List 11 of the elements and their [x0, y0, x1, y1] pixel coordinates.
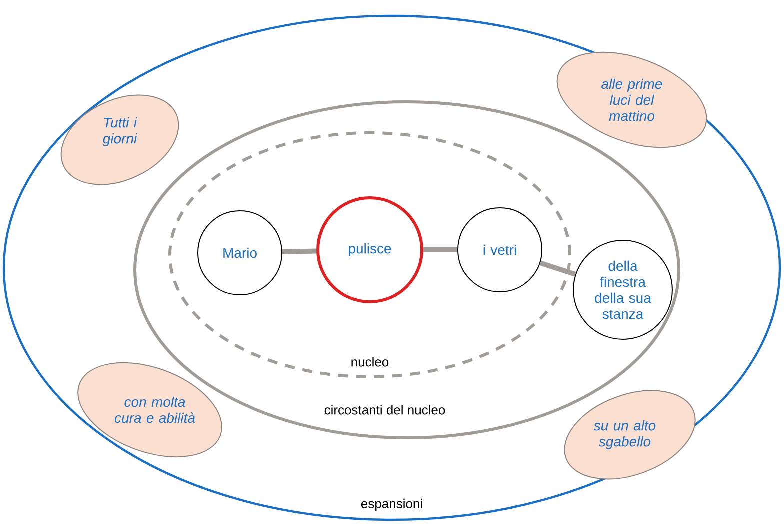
ellipse-bubble: alle prime luci del mattino [556, 52, 708, 148]
circle-node: i vetri [458, 207, 542, 292]
circle-node: pulisce [316, 196, 424, 304]
circle-node: Mario [198, 210, 282, 296]
ellipse-bubble: su un alto sgabello [564, 390, 696, 480]
ellipse-bubble: Tutti i giorni [60, 94, 180, 186]
connector-line [540, 260, 576, 277]
circle-node: della finestra della sua stanza [573, 240, 673, 340]
connector-line [282, 248, 317, 254]
ellipse-bubble: con molta cura e abilità [78, 362, 222, 458]
connector-line [424, 247, 458, 252]
